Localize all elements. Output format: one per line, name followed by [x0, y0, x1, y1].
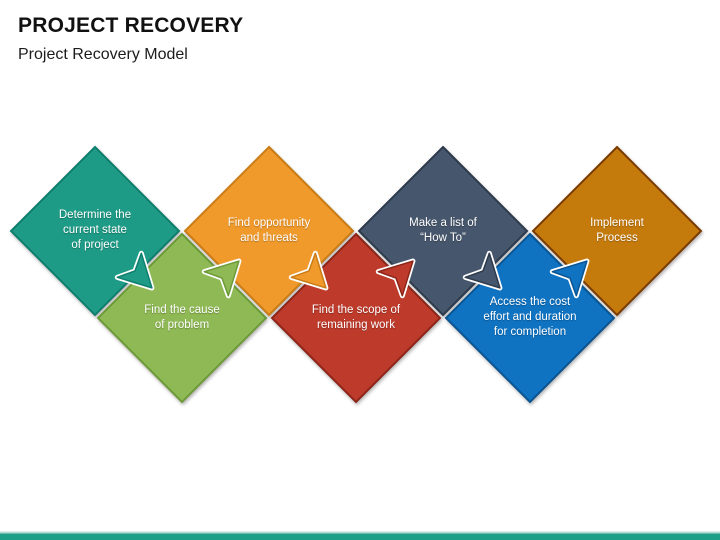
connector-arrow-2	[201, 258, 242, 299]
connector-arrow-3	[288, 250, 329, 291]
connector-arrow-5	[462, 250, 503, 291]
footer-accent-bar	[0, 533, 720, 540]
slide-title: PROJECT RECOVERY	[18, 14, 244, 37]
connector-arrow-1	[114, 250, 155, 291]
slide-subtitle: Project Recovery Model	[18, 46, 188, 63]
connector-arrow-6	[549, 258, 590, 299]
footer-hairline	[0, 531, 720, 534]
connector-arrow-4	[375, 258, 416, 299]
